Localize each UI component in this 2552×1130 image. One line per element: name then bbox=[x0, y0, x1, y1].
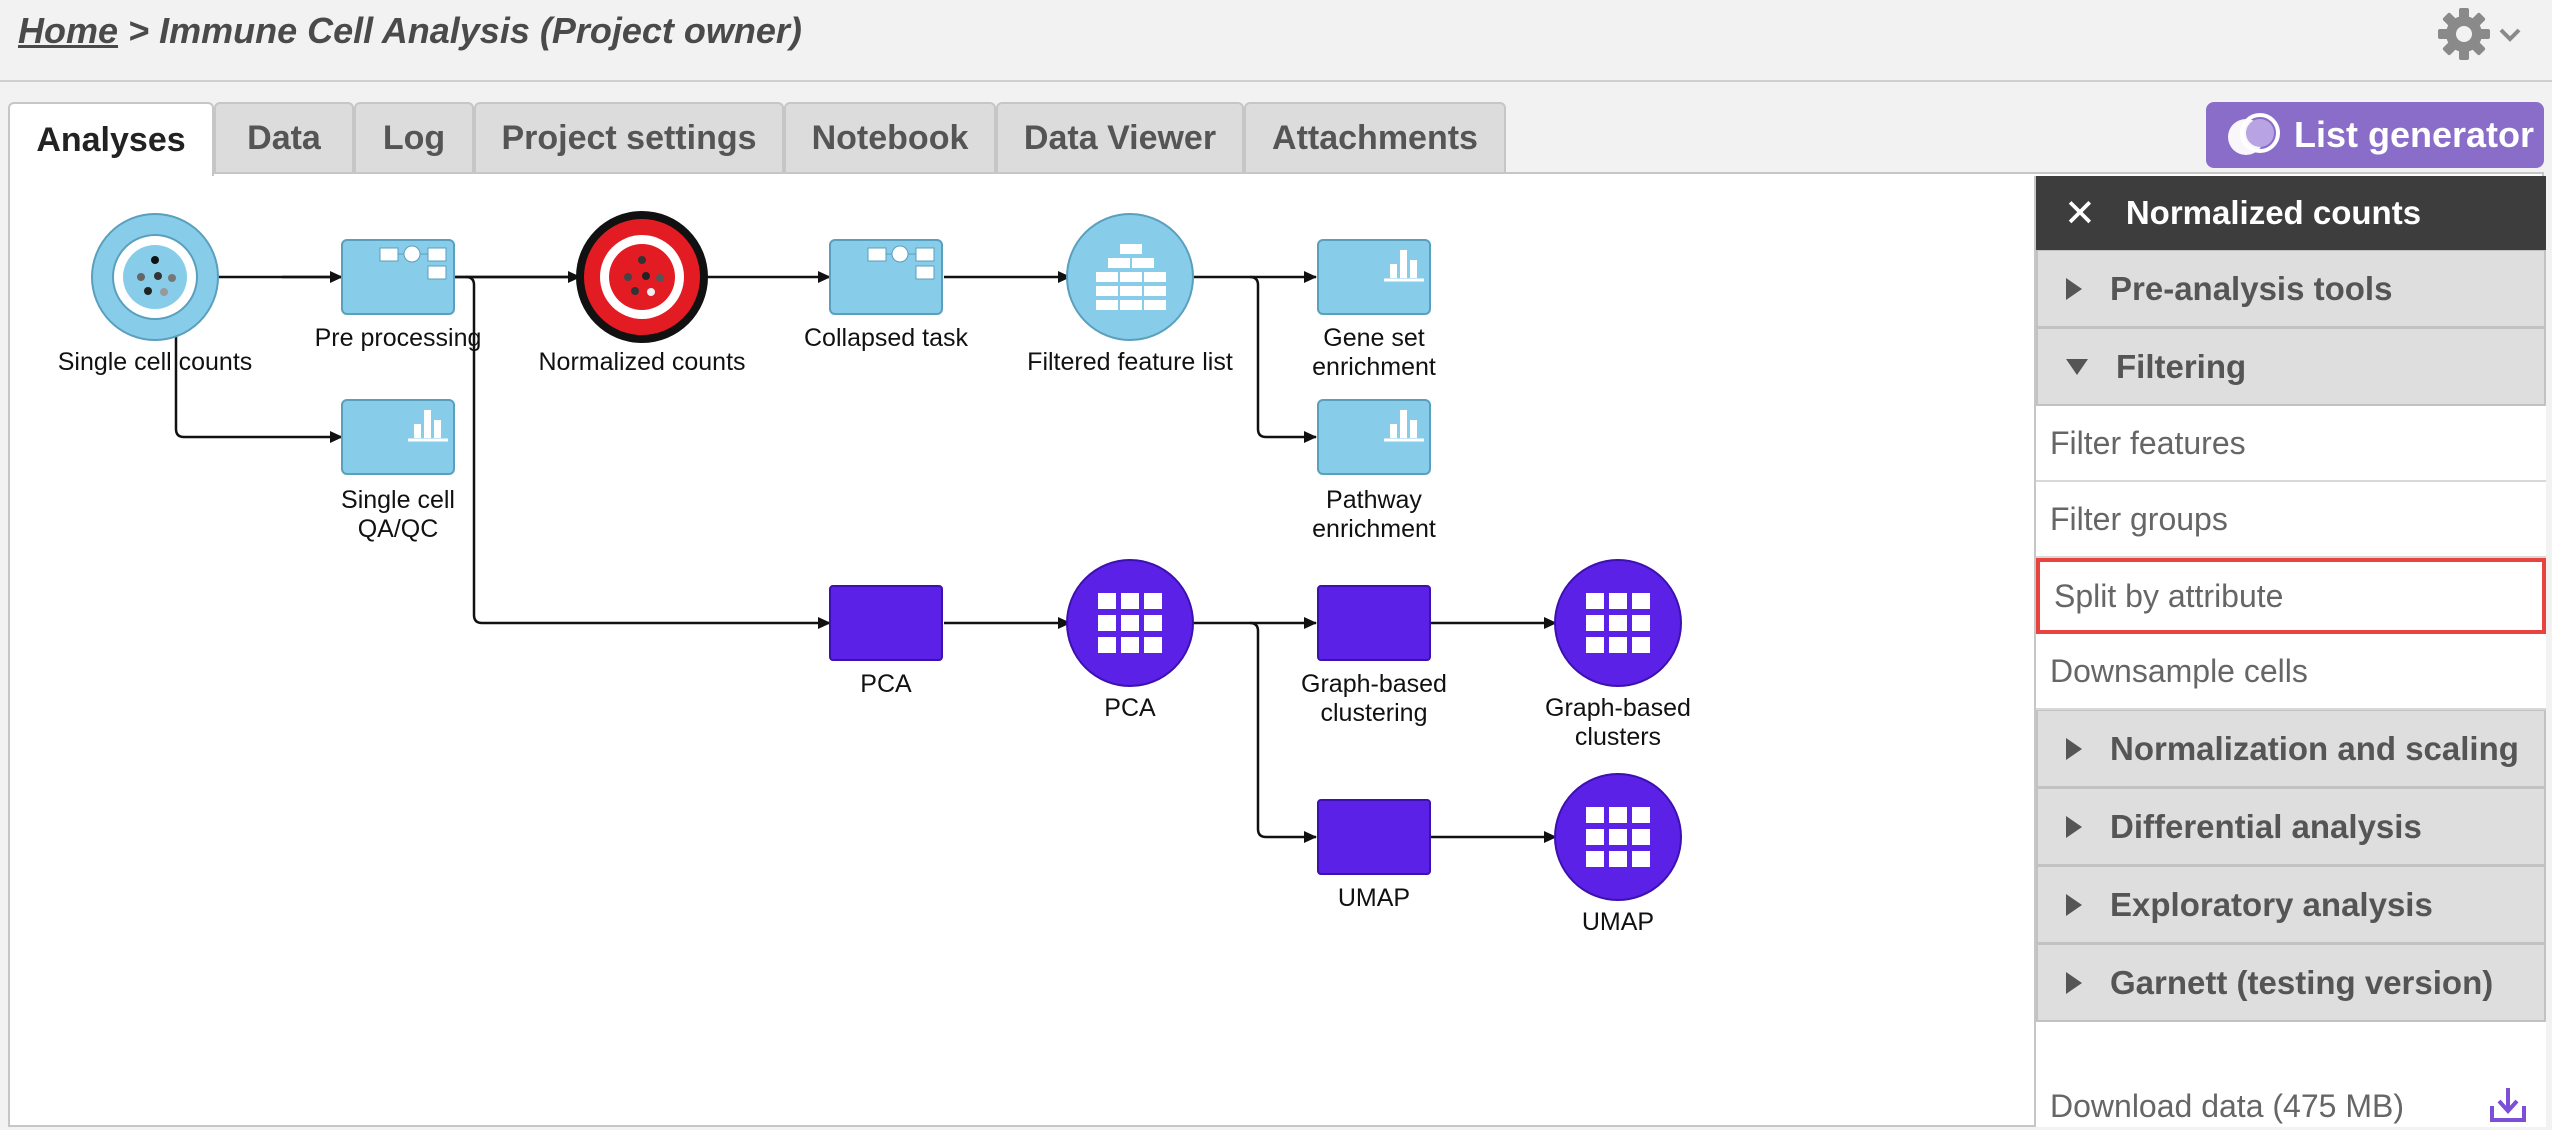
section-normalization-and-scaling[interactable]: Normalization and scaling bbox=[2036, 710, 2546, 788]
tab-data-viewer[interactable]: Data Viewer bbox=[996, 102, 1244, 172]
section-label: Filtering bbox=[2116, 347, 2247, 385]
node-label-line2: enrichment bbox=[1312, 353, 1436, 381]
node-gene-set-enrichment[interactable] bbox=[1317, 239, 1431, 315]
caret-right-icon bbox=[2066, 893, 2082, 916]
panel-header: ✕ Normalized counts bbox=[2036, 176, 2546, 250]
node-label-line2: clusters bbox=[1575, 723, 1661, 751]
node-label: UMAP bbox=[1582, 908, 1654, 936]
section-label: Garnett (testing version) bbox=[2110, 963, 2494, 1001]
section-label: Differential analysis bbox=[2110, 807, 2422, 845]
tab-log[interactable]: Log bbox=[354, 102, 474, 172]
node-label-line1: Gene set bbox=[1323, 324, 1425, 352]
list-generator-button[interactable]: List generator bbox=[2206, 102, 2544, 168]
section-label: Pre-analysis tools bbox=[2110, 269, 2393, 307]
caret-down-icon bbox=[2066, 358, 2088, 375]
node-pathway-enrichment[interactable] bbox=[1317, 399, 1431, 475]
gear-icon[interactable] bbox=[2436, 6, 2492, 62]
node-label: Single cell counts bbox=[58, 348, 253, 376]
node-label: Normalized counts bbox=[538, 348, 745, 376]
section-label: Exploratory analysis bbox=[2110, 885, 2433, 923]
node-label-line1: Graph-based bbox=[1545, 694, 1691, 722]
tab-data[interactable]: Data bbox=[214, 102, 354, 172]
node-label-line2: clustering bbox=[1321, 699, 1428, 727]
chevron-down-icon[interactable] bbox=[2496, 20, 2524, 48]
grid-icon bbox=[1586, 593, 1650, 653]
node-label: Pre processing bbox=[315, 324, 482, 352]
section-filtering[interactable]: Filtering bbox=[2036, 328, 2546, 406]
breadcrumb-separator: > bbox=[118, 10, 160, 51]
panel-title: Normalized counts bbox=[2125, 194, 2422, 231]
node-label-line1: Graph-based bbox=[1301, 670, 1447, 698]
breadcrumb-current: Immune Cell Analysis (Project owner) bbox=[159, 10, 802, 51]
node-graph-based-clusters[interactable] bbox=[1554, 559, 1682, 687]
breadcrumb: Home > Immune Cell Analysis (Project own… bbox=[18, 10, 802, 52]
node-label-line2: QA/QC bbox=[358, 515, 439, 543]
node-label: Filtered feature list bbox=[1027, 348, 1233, 376]
venn-icon bbox=[2228, 113, 2280, 155]
node-pre-processing[interactable] bbox=[341, 239, 455, 315]
grid-icon bbox=[1098, 593, 1162, 653]
node-single-cell-counts[interactable] bbox=[91, 213, 219, 341]
breadcrumb-home-link[interactable]: Home bbox=[18, 10, 119, 51]
section-garnett[interactable]: Garnett (testing version) bbox=[2036, 944, 2546, 1022]
caret-right-icon bbox=[2066, 971, 2082, 994]
download-data-link[interactable]: Download data (475 MB) bbox=[2050, 1087, 2404, 1124]
node-label: PCA bbox=[860, 670, 912, 698]
menu-item-filter-features[interactable]: Filter features bbox=[2036, 406, 2546, 482]
download-icon[interactable] bbox=[2488, 1084, 2528, 1124]
section-differential-analysis[interactable]: Differential analysis bbox=[2036, 788, 2546, 866]
tab-attachments[interactable]: Attachments bbox=[1244, 102, 1506, 172]
node-collapsed-task[interactable] bbox=[829, 239, 943, 315]
tab-notebook[interactable]: Notebook bbox=[784, 102, 996, 172]
section-pre-analysis-tools[interactable]: Pre-analysis tools bbox=[2036, 250, 2546, 328]
section-exploratory-analysis[interactable]: Exploratory analysis bbox=[2036, 866, 2546, 944]
tab-analyses[interactable]: Analyses bbox=[8, 102, 214, 176]
close-icon[interactable]: ✕ bbox=[2064, 192, 2096, 235]
node-label: PCA bbox=[1104, 694, 1156, 722]
node-single-cell-qaqc[interactable] bbox=[341, 399, 455, 475]
node-normalized-counts[interactable] bbox=[576, 211, 708, 343]
node-label-line1: Pathway bbox=[1326, 486, 1422, 514]
section-label: Normalization and scaling bbox=[2110, 729, 2519, 767]
menu-item-split-by-attribute[interactable]: Split by attribute bbox=[2036, 558, 2546, 634]
pipeline-graph: Single cell counts Pre processing Single… bbox=[58, 211, 1691, 936]
node-pca-task[interactable] bbox=[829, 585, 943, 661]
node-label-line1: Single cell bbox=[341, 486, 455, 514]
node-umap-task[interactable] bbox=[1317, 799, 1431, 875]
list-generator-label: List generator bbox=[2294, 114, 2535, 155]
node-label: UMAP bbox=[1338, 884, 1410, 912]
node-umap-data[interactable] bbox=[1554, 773, 1682, 901]
tab-project-settings[interactable]: Project settings bbox=[474, 102, 784, 172]
caret-right-icon bbox=[2066, 277, 2082, 300]
node-pca-data[interactable] bbox=[1066, 559, 1194, 687]
task-menu-panel: ✕ Normalized counts Pre-analysis tools F… bbox=[2034, 176, 2546, 1127]
node-label-line2: enrichment bbox=[1312, 515, 1436, 543]
node-graph-based-clustering[interactable] bbox=[1317, 585, 1431, 661]
menu-item-downsample-cells[interactable]: Downsample cells bbox=[2036, 634, 2546, 710]
grid-icon bbox=[1586, 807, 1650, 867]
menu-item-filter-groups[interactable]: Filter groups bbox=[2036, 482, 2546, 558]
node-filtered-feature-list[interactable] bbox=[1066, 213, 1194, 341]
node-label: Collapsed task bbox=[804, 324, 968, 352]
top-header: Home > Immune Cell Analysis (Project own… bbox=[0, 0, 2552, 82]
caret-right-icon bbox=[2066, 737, 2082, 760]
caret-right-icon bbox=[2066, 815, 2082, 838]
